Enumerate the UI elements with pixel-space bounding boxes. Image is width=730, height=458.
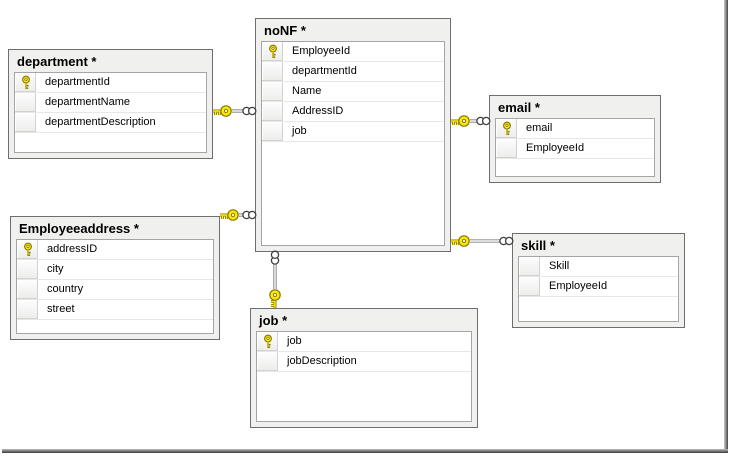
column-row-nonf-addressid[interactable]: AddressID bbox=[262, 102, 444, 122]
window-edge-shadow-right bbox=[724, 0, 728, 453]
row-selector-cell[interactable] bbox=[17, 260, 38, 279]
column-row-job-job[interactable]: job bbox=[257, 332, 471, 352]
relationship-job-to-noNF[interactable] bbox=[269, 250, 281, 308]
column-name-label: departmentId bbox=[45, 76, 110, 88]
column-name-label: EmployeeId bbox=[292, 45, 351, 57]
column-row-department-departmentdescription[interactable]: departmentDescription bbox=[15, 113, 206, 133]
table-column-grid-job: job jobDescription bbox=[256, 331, 472, 422]
column-name-label: EmployeeId bbox=[549, 280, 608, 292]
table-title-job[interactable]: job * bbox=[259, 313, 288, 328]
primary-key-icon bbox=[268, 44, 277, 58]
table-title-department[interactable]: department * bbox=[17, 54, 97, 69]
column-name-label: job bbox=[287, 335, 302, 347]
relationship-employeeaddress-to-noNF[interactable] bbox=[220, 209, 257, 221]
column-name-label: city bbox=[47, 263, 64, 275]
column-row-email-employeeid[interactable]: EmployeeId bbox=[496, 139, 654, 159]
row-selector-cell[interactable] bbox=[262, 102, 283, 121]
relationship-department-to-noNF[interactable] bbox=[213, 105, 257, 117]
column-name-label: email bbox=[526, 122, 553, 134]
row-selector-cell[interactable] bbox=[496, 139, 517, 158]
row-selector-cell[interactable] bbox=[519, 257, 540, 276]
table-title-employeeaddress[interactable]: Employeeaddress * bbox=[19, 221, 139, 236]
column-row-employeeaddress-country[interactable]: country bbox=[17, 280, 213, 300]
window-edge-shadow-bottom bbox=[2, 449, 728, 453]
table-column-grid-employeeaddress: addressID city country street bbox=[16, 239, 214, 334]
column-row-department-departmentname[interactable]: departmentName bbox=[15, 93, 206, 113]
table-title-skill[interactable]: skill * bbox=[521, 238, 555, 253]
column-row-email-email[interactable]: email bbox=[496, 119, 654, 139]
column-name-label: Skill bbox=[549, 260, 570, 272]
row-selector-cell[interactable] bbox=[262, 122, 283, 141]
column-name-label: AddressID bbox=[292, 105, 344, 117]
table-title-email[interactable]: email * bbox=[498, 100, 540, 115]
relationship-noNF-to-email[interactable] bbox=[451, 115, 491, 127]
row-selector-cell[interactable] bbox=[262, 62, 283, 81]
row-selector-cell[interactable] bbox=[17, 280, 38, 299]
column-name-label: Name bbox=[292, 85, 322, 97]
table-window-employeeaddress[interactable]: Employeeaddress * addressID city country str… bbox=[10, 216, 220, 340]
column-row-employeeaddress-city[interactable]: city bbox=[17, 260, 213, 280]
row-selector-cell[interactable] bbox=[262, 82, 283, 101]
column-row-nonf-name[interactable]: Name bbox=[262, 82, 444, 102]
primary-key-cell[interactable] bbox=[496, 119, 517, 138]
primary-key-cell[interactable] bbox=[15, 73, 36, 92]
row-selector-cell[interactable] bbox=[257, 352, 278, 371]
column-name-label: departmentName bbox=[45, 96, 130, 108]
row-selector-cell[interactable] bbox=[15, 113, 36, 132]
primary-key-icon bbox=[21, 75, 30, 89]
table-window-job[interactable]: job * job jobDescription bbox=[250, 308, 478, 428]
primary-key-icon bbox=[23, 242, 32, 256]
primary-key-icon bbox=[263, 334, 272, 348]
column-row-nonf-employeeid[interactable]: EmployeeId bbox=[262, 42, 444, 62]
column-name-label: departmentDescription bbox=[45, 116, 156, 128]
column-name-label: jobDescription bbox=[287, 355, 357, 367]
relationship-noNF-to-skill[interactable] bbox=[451, 235, 514, 247]
column-row-department-departmentid[interactable]: departmentId bbox=[15, 73, 206, 93]
column-row-employeeaddress-addressid[interactable]: addressID bbox=[17, 240, 213, 260]
column-row-employeeaddress-street[interactable]: street bbox=[17, 300, 213, 320]
column-row-nonf-departmentid[interactable]: departmentId bbox=[262, 62, 444, 82]
table-column-grid-department: departmentId departmentName departmentDesc… bbox=[14, 72, 207, 153]
primary-key-cell[interactable] bbox=[257, 332, 278, 351]
column-name-label: job bbox=[292, 125, 307, 137]
primary-key-icon bbox=[502, 121, 511, 135]
primary-key-cell[interactable] bbox=[17, 240, 38, 259]
row-selector-cell[interactable] bbox=[519, 277, 540, 296]
column-name-label: EmployeeId bbox=[526, 142, 585, 154]
table-title-nonf[interactable]: noNF * bbox=[264, 23, 306, 38]
primary-key-cell[interactable] bbox=[262, 42, 283, 61]
row-selector-cell[interactable] bbox=[17, 300, 38, 319]
column-name-label: street bbox=[47, 303, 75, 315]
column-name-label: country bbox=[47, 283, 84, 295]
column-row-skill-employeeid[interactable]: EmployeeId bbox=[519, 277, 678, 297]
column-row-job-jobdescription[interactable]: jobDescription bbox=[257, 352, 471, 372]
column-row-skill-skill[interactable]: Skill bbox=[519, 257, 678, 277]
column-name-label: addressID bbox=[47, 243, 98, 255]
column-name-label: departmentId bbox=[292, 65, 357, 77]
row-selector-cell[interactable] bbox=[15, 93, 36, 112]
column-row-nonf-job[interactable]: job bbox=[262, 122, 444, 142]
